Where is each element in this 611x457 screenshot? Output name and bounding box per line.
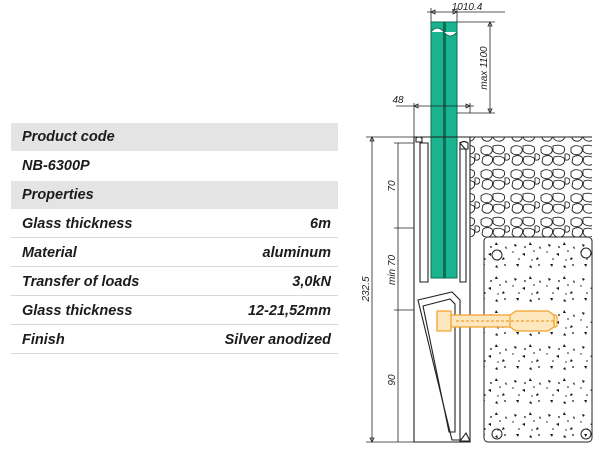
spec-row-finish: Finish Silver anodized <box>11 326 338 354</box>
spec-value: 6m <box>310 215 331 232</box>
anchor-bolt <box>436 310 558 332</box>
dim-top-width: 1010.4 <box>452 2 483 13</box>
spec-label: Finish <box>22 331 65 348</box>
dim-upper-section: 70 <box>387 180 398 192</box>
spec-label: Glass thickness <box>22 215 133 232</box>
spec-label: Transfer of loads <box>22 273 140 290</box>
spec-label: Properties <box>22 187 94 203</box>
ground-section <box>469 136 593 443</box>
dim-total-height: 232.5 <box>361 276 372 302</box>
spec-row-glass-thickness: Glass thickness 6m <box>11 210 338 238</box>
spec-label: Material <box>22 244 77 261</box>
dim-profile-width: 48 <box>392 95 404 106</box>
spec-value: 12-21,52mm <box>247 302 331 319</box>
spec-row-product-code-header: Product code <box>11 123 338 151</box>
spec-label: Product code <box>22 129 115 145</box>
dim-height-max: max 1100 <box>479 46 490 90</box>
spec-value: Silver anodized <box>224 331 331 348</box>
spec-row-transfer-of-loads: Transfer of loads 3,0kN <box>11 268 338 296</box>
spec-label: Glass thickness <box>22 302 133 319</box>
spec-label: NB-6300P <box>22 158 90 174</box>
spec-value: aluminum <box>262 244 331 261</box>
glass-panel <box>430 21 458 279</box>
aluminum-profile <box>413 136 471 443</box>
spec-value: 3,0kN <box>292 273 331 290</box>
dimension-lines <box>366 8 505 443</box>
spec-table: Product code NB-6300P Properties Glass t… <box>11 123 338 354</box>
dimension-labels: 1010.4 max 1100 48 232.5 70 min 70 90 <box>361 2 490 386</box>
spec-row-product-code: NB-6300P <box>11 152 338 180</box>
dim-middle-section: min 70 <box>387 255 398 285</box>
spec-row-properties-header: Properties <box>11 181 338 209</box>
spec-row-glass-thickness-range: Glass thickness 12-21,52mm <box>11 297 338 325</box>
spec-row-material: Material aluminum <box>11 239 338 267</box>
dim-lower-section: 90 <box>387 374 398 386</box>
